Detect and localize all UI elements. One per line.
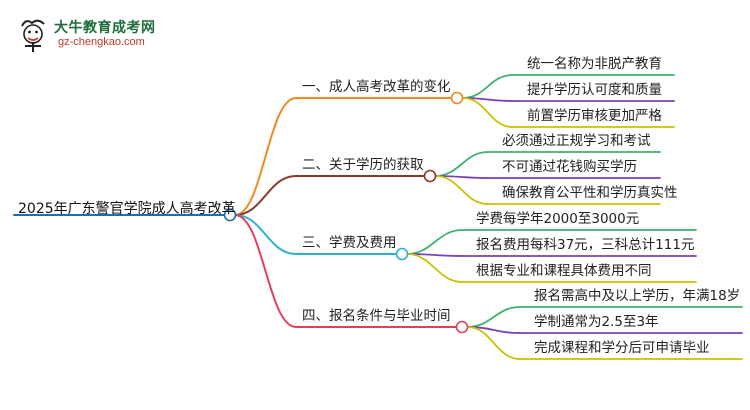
branch-3-toggle[interactable] [395,247,409,261]
logo-title: 大牛教育成考网 [54,20,156,36]
root-node-label: 2025年广东警官学院成人高考改革 [18,201,236,217]
branch-1-leaf-1-connector [461,74,514,99]
branch-3-leaf-2-label: 报名费用每科37元，三科总计111元 [476,237,695,253]
branch-3-label: 三、学费及费用 [302,235,397,251]
branch-2-leaf-3-label: 确保教育公平性和学历真实性 [502,185,678,201]
branch-2-connector [234,175,297,216]
branch-3-leaf-1-label: 学费每学年2000至3000元 [476,211,640,227]
branch-4-connector [234,214,297,328]
branch-2-leaf-1-label: 必须通过正规学习和考试 [502,133,651,149]
branch-2-toggle[interactable] [423,169,437,183]
site-logo[interactable]: 大牛教育成考网 gz-chengkao.com [16,14,166,54]
branch-2-leaf-1-connector [434,151,489,177]
branch-1-toggle[interactable] [450,91,464,105]
branch-4-label: 四、报名条件与毕业时间 [302,308,451,324]
branch-1-leaf-1-label: 统一名称为非脱产教育 [527,56,662,72]
branch-4-leaf-1-connector [466,306,521,328]
branch-1-leaf-3-connector [461,97,514,128]
logo-url: gz-chengkao.com [58,36,145,48]
branch-4-leaf-3-connector [466,326,521,360]
bull-mascot-icon [21,19,45,52]
root-node-toggle[interactable] [223,208,237,222]
branch-2-leaf-2-label: 不可通过花钱购买学历 [502,159,637,175]
branch-4-leaf-1-label: 报名需高中及以上学历，年满18岁 [534,288,741,304]
branch-1-label: 一、成人高考改革的变化 [302,79,451,95]
branch-4-toggle[interactable] [455,320,469,334]
branch-1-leaf-2-label: 提升学历认可度和质量 [527,82,662,98]
branch-1-leaf-3-label: 前置学历审核更加严格 [527,108,662,124]
branch-3-leaf-3-connector [406,253,463,283]
branch-3-leaf-3-label: 根据专业和课程具体费用不同 [476,263,652,279]
branch-1-connector [234,97,297,216]
branch-4-leaf-3-label: 完成课程和学分后可申请毕业 [534,340,710,356]
branch-2-label: 二、关于学历的获取 [302,157,424,173]
branch-2-leaf-3-connector [434,175,489,205]
branch-3-connector [234,214,297,255]
branch-3-leaf-1-connector [406,229,463,255]
branch-4-leaf-2-label: 学制通常为2.5至3年 [534,314,659,330]
